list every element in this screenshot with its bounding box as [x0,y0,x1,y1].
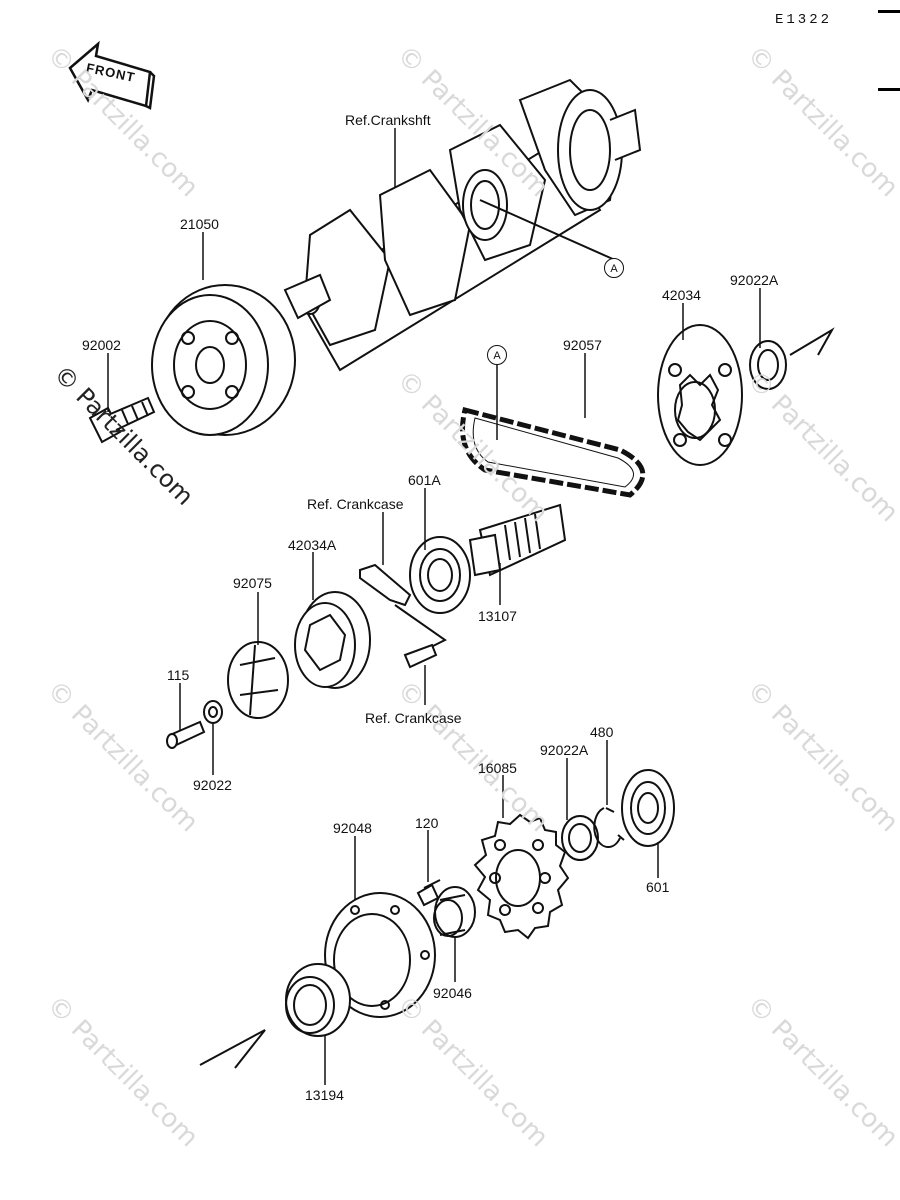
marker-a-chain: A [487,345,507,365]
edge-mark-bottom [878,88,900,91]
washer-92022 [203,700,223,724]
label-13107: 13107 [478,608,517,624]
label-ref-crankcase-top: Ref. Crankcase [307,496,404,512]
direction-marker-bottom [199,1029,266,1069]
label-601: 601 [646,879,670,895]
crankcase-bolt [403,643,438,669]
damper-92075 [227,641,289,719]
label-92022: 92022 [193,777,232,793]
bolt-92002 [88,396,156,444]
shaft-13107 [468,503,567,577]
bearing-601 [621,769,675,847]
label-92075: 92075 [233,575,272,591]
label-601A: 601A [408,472,441,488]
label-92002: 92002 [82,337,121,353]
direction-marker-top [789,327,835,356]
leader-lines [107,128,761,1085]
label-16085: 16085 [478,760,517,776]
label-92022A-top: 92022A [730,272,779,288]
label-92022A-mid: 92022A [540,742,589,758]
sprocket-16085 [473,813,570,940]
label-21050: 21050 [180,216,219,232]
chain-92057 [460,406,646,498]
bolt-115 [166,720,206,749]
crankshaft-graphic [283,78,642,372]
label-115: 115 [167,667,190,683]
bearing-601A [409,536,471,614]
front-arrow-icon [68,40,156,110]
edge-mark-top [878,10,900,13]
needle-bearing-92046 [433,886,476,938]
label-92046: 92046 [433,985,472,1001]
label-480: 480 [590,724,614,740]
drum-42034A [294,591,371,689]
label-120: 120 [415,815,439,831]
pulley-21050 [151,284,296,436]
label-ref-crankcase-bottom: Ref. Crankcase [365,710,462,726]
label-42034A: 42034A [288,537,337,553]
label-92057: 92057 [563,337,602,353]
marker-a-top: A [604,258,624,278]
label-13194: 13194 [305,1087,344,1103]
diagram-code: E1322 [775,12,833,28]
sprocket-plate-42034 [657,324,743,466]
circlip-480 [593,807,625,848]
label-ref-crankshaft: Ref.Crankshft [345,112,431,128]
washer-92022A-top [749,340,787,390]
washer-92022A-mid [561,815,599,861]
flange-92048 [324,892,436,1018]
clutch-13194 [285,963,351,1037]
label-92048: 92048 [333,820,372,836]
label-42034: 42034 [662,287,701,303]
